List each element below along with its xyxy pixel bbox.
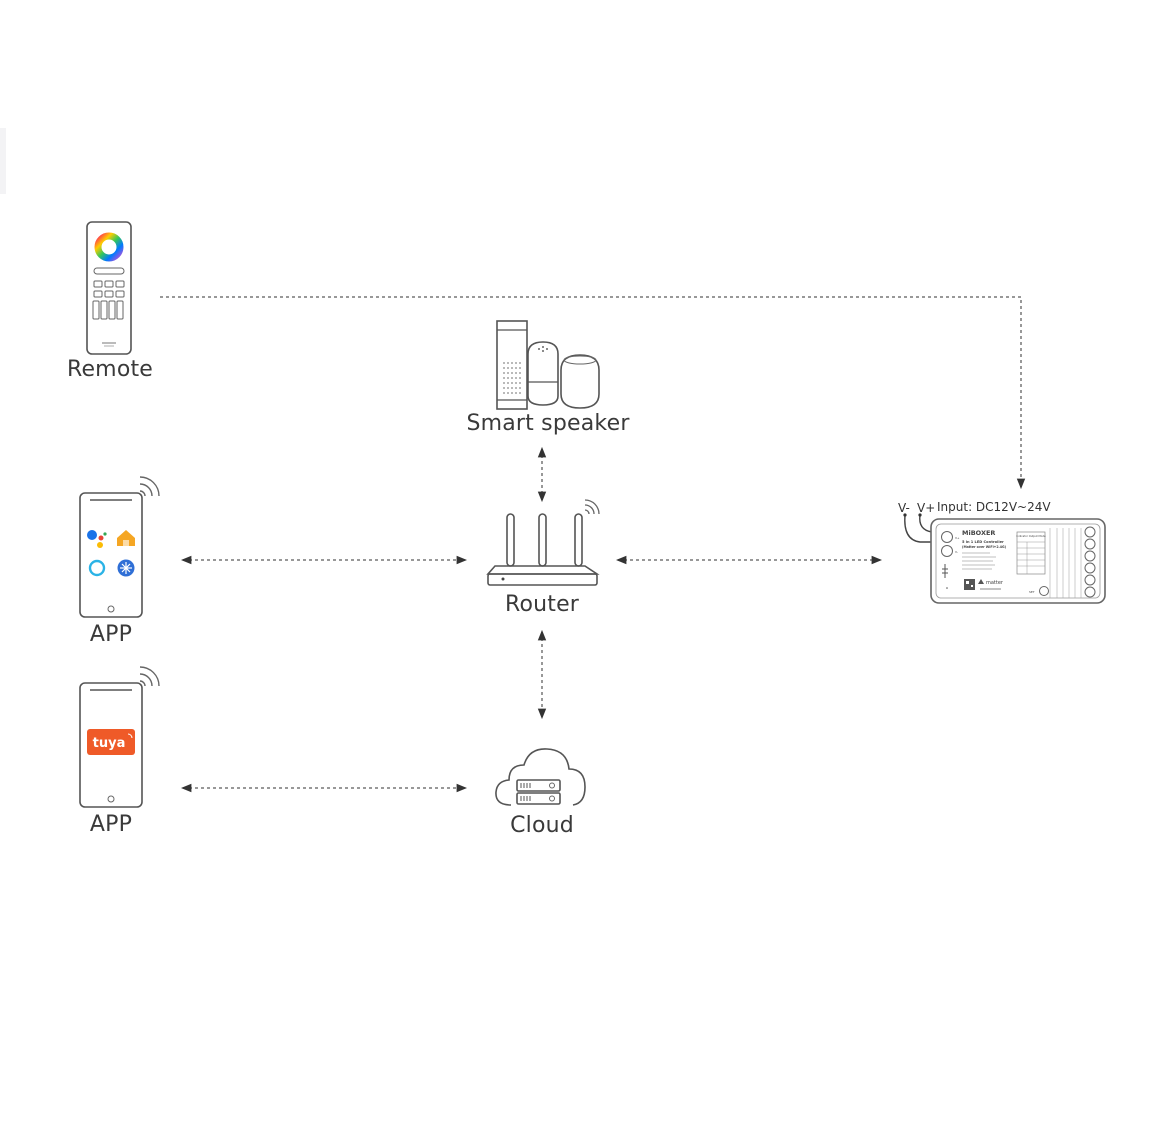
server-unit [516, 792, 561, 805]
terminal-minus-text: V- [955, 550, 958, 554]
line-remote-to-controller [160, 296, 1026, 490]
controller-protocol-line: (Matter over WiFi+2.4G) [962, 545, 1007, 549]
router-wifi-icon [584, 499, 600, 515]
wire-plus-label: V+ [917, 501, 936, 515]
tuya-logo-icon: tuya [87, 729, 135, 755]
router-label: Router [504, 592, 580, 617]
set-button [1039, 586, 1049, 596]
app-voice-label: APP [89, 622, 133, 647]
output-mode-header: Indicator Output Mode [1016, 534, 1046, 538]
smartphone-icon: tuya [79, 666, 160, 808]
alexa-icon [88, 559, 106, 577]
apple-home-icon [117, 530, 135, 546]
wire-minus-label: V- [898, 501, 910, 515]
input-voltage-label: Input: DC12V~24V [937, 500, 1051, 514]
left-edge-tab [0, 128, 6, 194]
controller-model-line: 5 in 1 LED Controller [962, 540, 1004, 544]
tuya-logo-text: tuya [93, 736, 126, 751]
cloud-label: Cloud [510, 813, 574, 838]
server-unit [516, 779, 561, 792]
remote-icon [86, 221, 132, 355]
app-tuya-label: APP [89, 812, 133, 837]
smart-speaker-icon [496, 320, 600, 410]
phone-wifi-icon [139, 666, 160, 687]
remote-label: Remote [66, 357, 154, 382]
smartthings-icon [117, 559, 135, 577]
google-assistant-icon [87, 530, 107, 548]
terminal-plus-text: V+ [955, 536, 960, 540]
smart-speaker-label: Smart speaker [466, 411, 630, 436]
matter-text: matter [986, 580, 1004, 586]
router-icon [486, 499, 600, 586]
smartphone-icon [79, 476, 160, 618]
phone-wifi-icon [139, 476, 160, 497]
led-controller-icon: V+ V- MiBOXER 5 in 1 LED Controller (Mat… [903, 513, 1106, 604]
cloud-icon [495, 748, 586, 806]
set-label: SET [1029, 590, 1035, 594]
controller-brand: MiBOXER [962, 529, 995, 537]
